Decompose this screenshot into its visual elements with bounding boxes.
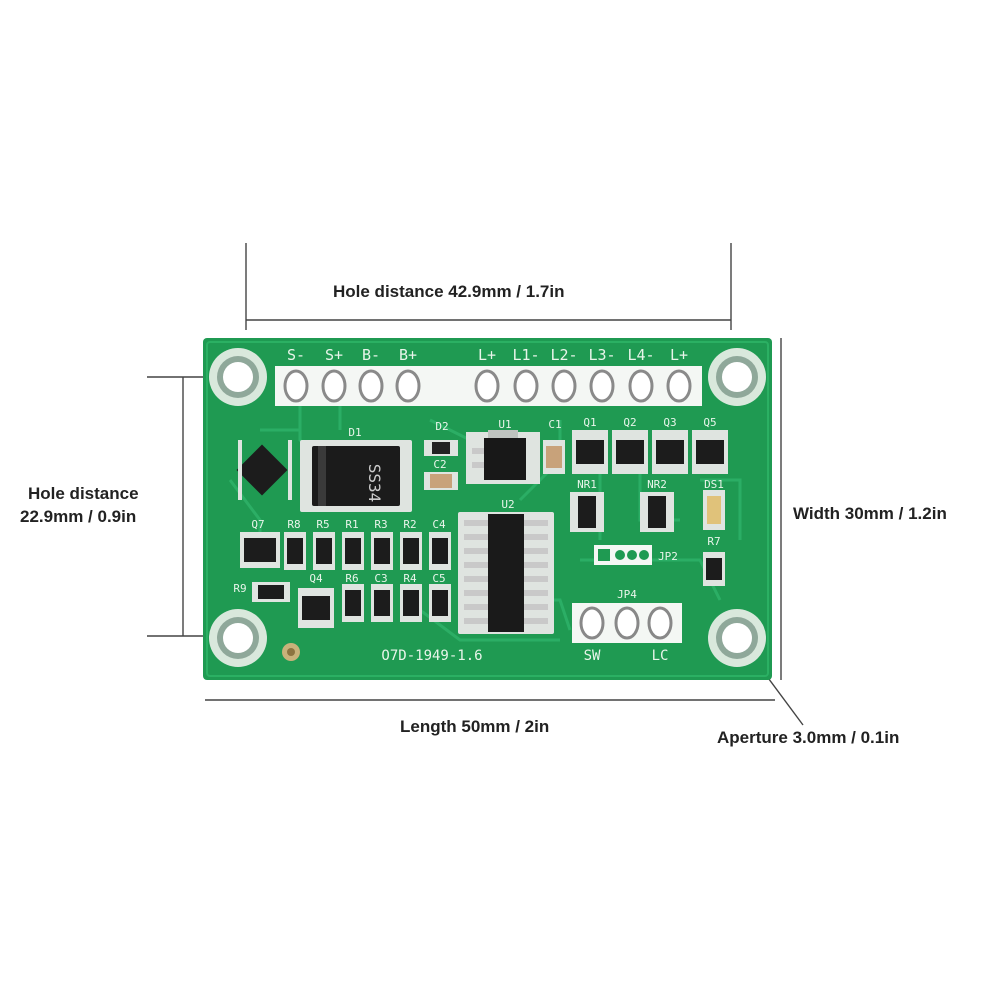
jp2-jumper	[594, 545, 652, 565]
pcb-board: S- S+ B- B+ L+ L1- L2- L3- L4- L+ SS34	[203, 338, 772, 680]
pin-label: B+	[399, 346, 417, 364]
component-label: Q7	[251, 518, 264, 531]
component-label: R1	[345, 518, 358, 531]
component-label: U1	[498, 418, 511, 431]
top-pin-labels: S- S+ B- B+ L+ L1- L2- L3- L4- L+	[287, 346, 688, 364]
component-label: JP2	[658, 550, 678, 563]
pin-pad	[589, 369, 615, 403]
component-label: C4	[432, 518, 446, 531]
component-label: R7	[707, 535, 720, 548]
component-label: C3	[374, 572, 387, 585]
transistors-row	[572, 430, 728, 474]
component-label: R8	[287, 518, 300, 531]
component-label: DS1	[704, 478, 724, 491]
component-label: R2	[403, 518, 416, 531]
bottom-pin-label-sw: SW	[584, 648, 601, 664]
pin-pad	[321, 369, 347, 403]
hole-distance-left-label-line2: 22.9mm / 0.9in	[20, 507, 137, 526]
component-label: R6	[345, 572, 358, 585]
component-label: R9	[233, 582, 246, 595]
mounting-hole-bottom-right	[708, 609, 766, 667]
pin-pad	[551, 369, 577, 403]
top-pin-pads	[283, 369, 692, 403]
component-label: NR2	[647, 478, 667, 491]
component-label: U2	[501, 498, 514, 511]
r9-resistor	[252, 582, 290, 602]
component-label: NR1	[577, 478, 597, 491]
pin-label: L+	[670, 346, 688, 364]
pin-label: S+	[325, 346, 343, 364]
pin-pad	[513, 369, 539, 403]
mounting-hole-top-left	[209, 348, 267, 406]
pin-label: L1-	[512, 346, 539, 364]
width-label: Width 30mm / 1.2in	[793, 504, 947, 523]
aperture-label: Aperture 3.0mm / 0.1in	[717, 728, 900, 747]
diode-d1: SS34	[300, 440, 412, 512]
hole-distance-left-label-line1: Hole distance	[28, 484, 139, 503]
board-id-label: O7D-1949-1.6	[381, 648, 482, 664]
component-label: C5	[432, 572, 445, 585]
component-label: D1	[348, 426, 361, 439]
pin-pad	[474, 369, 500, 403]
pin-pad	[283, 369, 309, 403]
jp4-header	[572, 603, 682, 643]
component-label: C2	[433, 458, 446, 471]
component-label: R4	[403, 572, 417, 585]
nr2-resistor-network	[640, 492, 674, 532]
pin-label: L4-	[627, 346, 654, 364]
ds1-led	[703, 490, 725, 530]
pin-label: B-	[362, 346, 380, 364]
component-label: Q3	[663, 416, 676, 429]
r7-resistor	[703, 552, 725, 586]
u2-ic	[458, 512, 554, 634]
q7-transistor	[240, 532, 280, 568]
component-label: D2	[435, 420, 448, 433]
mounting-holes	[209, 348, 766, 667]
pin-label: L3-	[588, 346, 615, 364]
pin-pad	[395, 369, 421, 403]
component-label: C1	[548, 418, 561, 431]
pin-label: L+	[478, 346, 496, 364]
component-label: Q1	[583, 416, 596, 429]
nr1-resistor-network	[570, 492, 604, 532]
component-label: JP4	[617, 588, 637, 601]
component-label: Q5	[703, 416, 716, 429]
component-label: R5	[316, 518, 329, 531]
resistor-row-1	[284, 532, 451, 570]
pin-label: L2-	[550, 346, 577, 364]
pin-pad	[358, 369, 384, 403]
diode-marking: SS34	[365, 464, 384, 503]
pin-label: S-	[287, 346, 305, 364]
component-label: Q4	[309, 572, 323, 585]
mounting-hole-top-right	[708, 348, 766, 406]
pin-pad	[628, 369, 654, 403]
dimension-lines	[147, 243, 804, 726]
component-label: Q2	[623, 416, 636, 429]
component-label: R3	[374, 518, 387, 531]
q4-transistor	[298, 588, 334, 628]
resistor-row-2	[342, 584, 451, 622]
hole-distance-top-label: Hole distance 42.9mm / 1.7in	[333, 282, 565, 301]
length-label: Length 50mm / 2in	[400, 717, 550, 736]
bottom-pin-label-lc: LC	[652, 648, 669, 664]
pin-pad	[666, 369, 692, 403]
mosfet-pins	[238, 440, 292, 500]
u1-regulator	[466, 430, 540, 484]
mounting-hole-bottom-left	[209, 609, 267, 667]
